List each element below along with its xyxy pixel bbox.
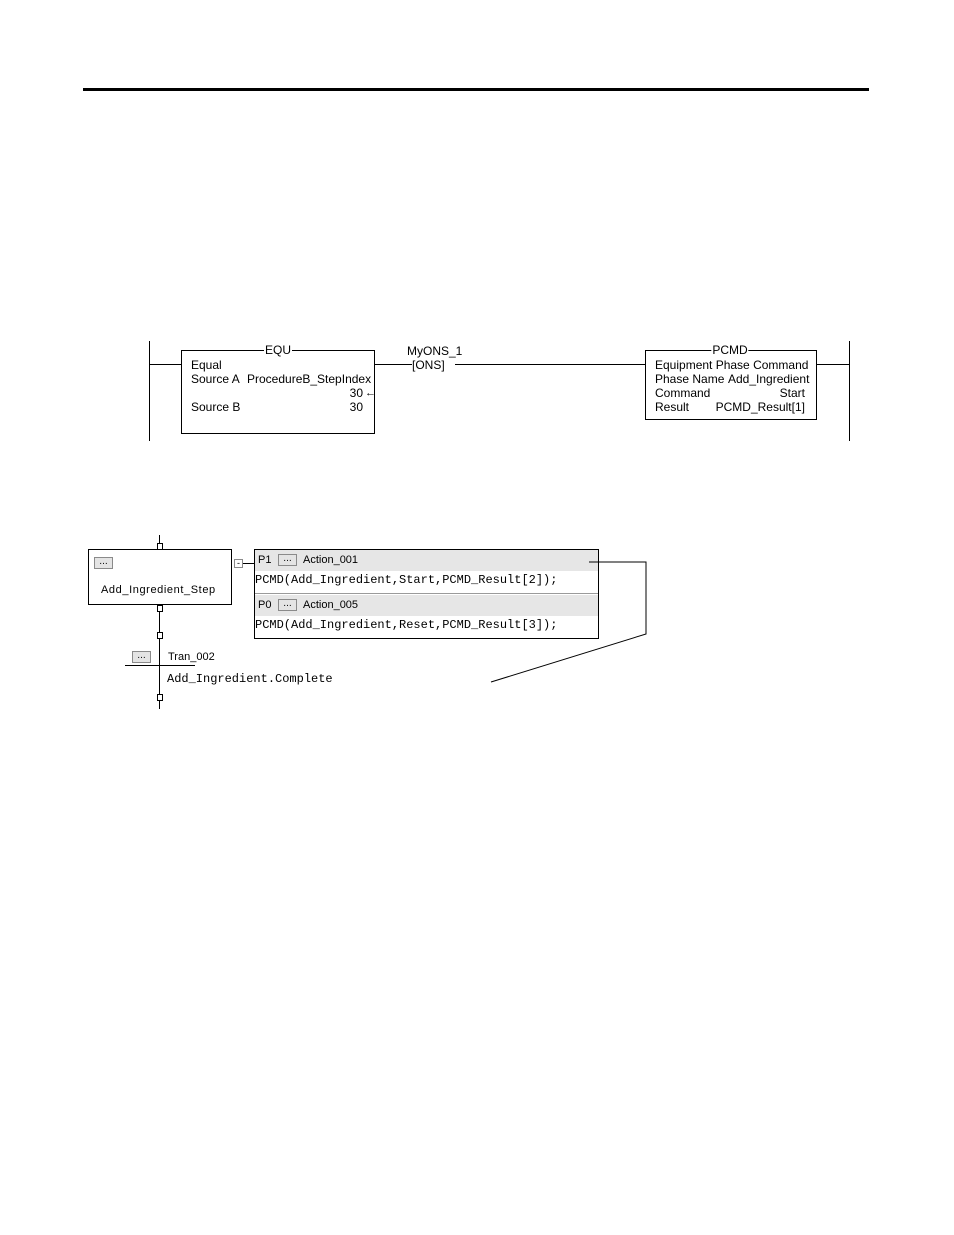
pcmd-description: Equipment Phase Command: [655, 358, 809, 372]
equ-source-b-label: Source B: [191, 400, 241, 414]
collapse-actions-button[interactable]: -: [234, 559, 243, 568]
pcmd-result-label: Result: [655, 400, 690, 414]
equ-source-a-tag[interactable]: ProcedureB_StepIndex: [247, 372, 372, 386]
callout-lines: [490, 561, 647, 683]
transition-properties-button[interactable]: ...: [132, 651, 151, 663]
callout-line: [490, 561, 647, 683]
action-divider: [255, 593, 598, 594]
pcmd-phase-name-label: Phase Name: [655, 372, 725, 386]
action-code[interactable]: PCMD(Add_Ingredient,Reset,PCMD_Result[3]…: [255, 618, 558, 632]
ons-tag[interactable]: MyONS_1: [407, 344, 463, 358]
transition-bar: [125, 665, 195, 666]
step-action-connector: [243, 563, 254, 564]
sfc-link-top: [159, 535, 160, 543]
rung-wire-left: [149, 364, 182, 365]
step-name: Add_Ingredient_Step: [101, 584, 216, 596]
right-power-rail: [849, 341, 850, 441]
sfc-link-transition: [159, 639, 160, 694]
sfc-link-bottom: [159, 701, 160, 709]
equ-source-b-value: 30: [349, 400, 363, 414]
pcmd-result-value[interactable]: PCMD_Result[1]: [715, 400, 805, 414]
equ-source-a-value: 30: [349, 386, 363, 400]
header-rule: [83, 88, 869, 91]
left-power-rail: [149, 341, 150, 441]
action-header: [255, 595, 598, 616]
equ-description: Equal: [191, 358, 222, 372]
action-header: [255, 550, 598, 571]
equ-title: EQU: [263, 343, 293, 357]
transition-name: Tran_002: [168, 651, 215, 663]
ons-instruction[interactable]: [ONS]: [412, 358, 445, 372]
sfc-link-middle: [159, 612, 160, 632]
action-properties-button[interactable]: ...: [278, 599, 297, 611]
transition-input-pin: [157, 632, 163, 639]
action-name: Action_005: [303, 599, 359, 611]
action-name: Action_001: [303, 554, 359, 566]
step-properties-button[interactable]: ...: [94, 557, 113, 569]
action-qualifier: P0: [258, 599, 272, 611]
arrow-left-icon: ←: [365, 387, 376, 399]
rung-wire-equ-ons: [374, 364, 412, 365]
equ-instruction-box[interactable]: [181, 350, 375, 434]
pcmd-command-value[interactable]: Start: [779, 386, 805, 400]
sfc-diagram: ... Add_Ingredient_Step - P1 ... Action_…: [0, 460, 954, 740]
pcmd-phase-name-value[interactable]: Add_Ingredient: [728, 372, 810, 386]
pcmd-command-label: Command: [655, 386, 711, 400]
transition-condition[interactable]: Add_Ingredient.Complete: [167, 672, 333, 686]
ladder-rung: EQU Equal Source A ProcedureB_StepIndex …: [0, 0, 954, 460]
rung-wire-ons-pcmd: [455, 364, 646, 365]
action-qualifier: P1: [258, 554, 272, 566]
rung-wire-right: [816, 364, 849, 365]
equ-source-a-label: Source A: [191, 372, 240, 386]
pcmd-title: PCMD: [711, 343, 749, 357]
action-code[interactable]: PCMD(Add_Ingredient,Start,PCMD_Result[2]…: [255, 573, 558, 587]
step-output-pin: [157, 605, 163, 612]
pcmd-instruction-box[interactable]: [645, 350, 817, 420]
action-properties-button[interactable]: ...: [278, 554, 297, 566]
transition-output-pin: [157, 694, 163, 701]
